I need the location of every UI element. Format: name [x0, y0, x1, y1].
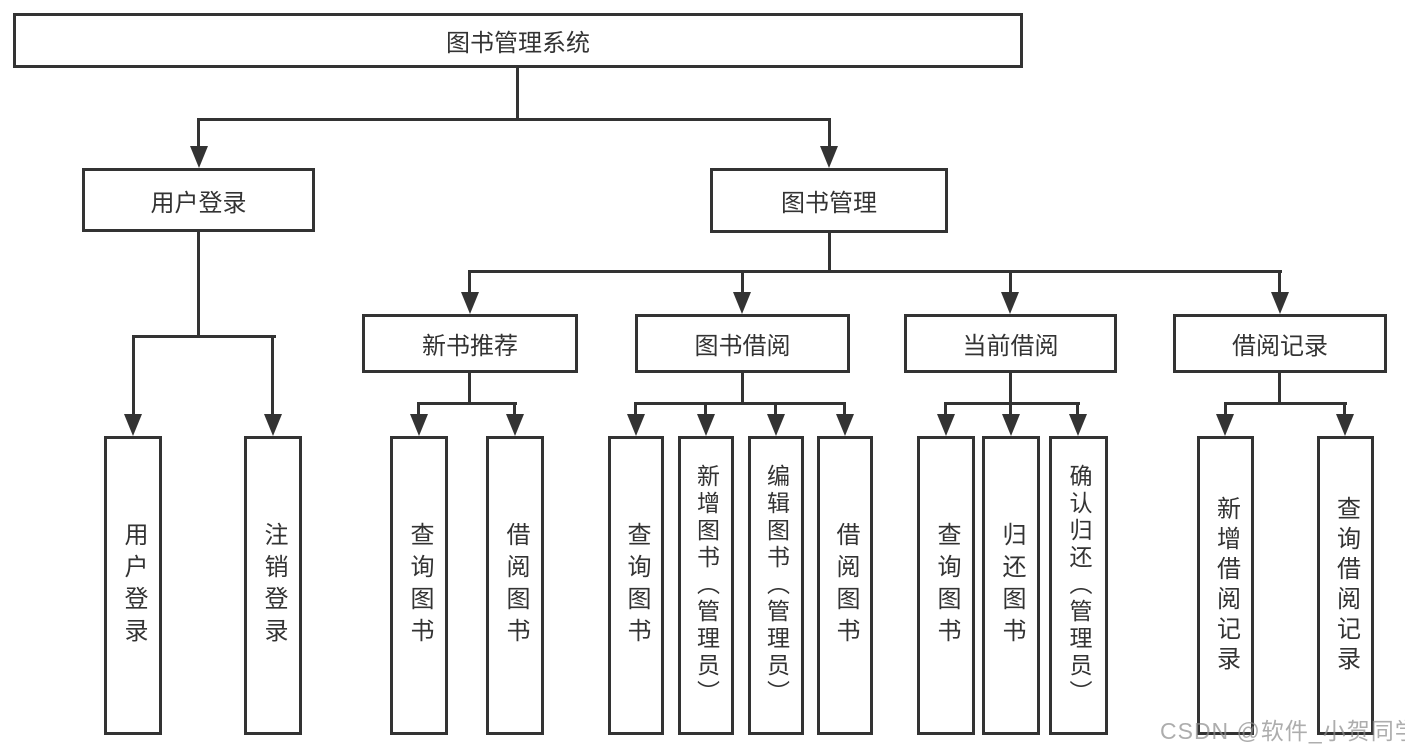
arrow-down-icon — [1271, 292, 1289, 314]
arrow-down-icon — [124, 414, 142, 436]
leaf-borrow-books: 借阅图书 — [817, 436, 873, 735]
connector-line — [944, 402, 947, 416]
connector-line — [132, 335, 135, 415]
arrow-down-icon — [1069, 414, 1087, 436]
arrow-down-icon — [264, 414, 282, 436]
connector-line — [197, 118, 200, 148]
connector-line — [1224, 402, 1227, 416]
connector-line — [1009, 270, 1012, 294]
connector-line — [828, 118, 831, 148]
connector-line — [1009, 373, 1012, 405]
leaf-add-book-admin: 新增图书（管理员） — [678, 436, 734, 735]
leaf-confirm-return-admin: 确认归还（管理员） — [1049, 436, 1108, 735]
leaf-query-borrow-record: 查询借阅记录 — [1317, 436, 1374, 735]
arrow-down-icon — [820, 146, 838, 168]
connector-line — [1224, 402, 1347, 405]
connector-line — [1343, 402, 1346, 416]
arrow-down-icon — [461, 292, 479, 314]
arrow-down-icon — [627, 414, 645, 436]
connector-line — [1076, 402, 1079, 416]
node-book-management-branch: 图书管理 — [710, 168, 948, 233]
connector-line — [1278, 270, 1281, 294]
connector-line — [197, 118, 831, 121]
connector-line — [417, 402, 420, 416]
node-borrowing-records: 借阅记录 — [1173, 314, 1387, 373]
connector-line — [634, 402, 637, 416]
leaf-logout: 注销登录 — [244, 436, 302, 735]
connector-line — [944, 402, 1080, 405]
connector-line — [1009, 402, 1012, 416]
connector-line — [271, 335, 274, 415]
arrow-down-icon — [1001, 292, 1019, 314]
connector-line — [1278, 373, 1281, 405]
connector-line — [741, 373, 744, 405]
connector-line — [197, 232, 200, 338]
arrow-down-icon — [1336, 414, 1354, 436]
connector-line — [132, 335, 276, 338]
csdn-watermark: CSDN @软件_小贺同学 — [1160, 718, 1405, 744]
arrow-down-icon — [697, 414, 715, 436]
connector-line — [468, 373, 471, 405]
connector-line — [634, 402, 846, 405]
node-current-borrowing: 当前借阅 — [904, 314, 1117, 373]
connector-line — [469, 270, 1282, 273]
node-new-book-recommend: 新书推荐 — [362, 314, 578, 373]
leaf-query-books: 查询图书 — [917, 436, 975, 735]
connector-line — [513, 402, 516, 416]
arrow-down-icon — [506, 414, 524, 436]
leaf-borrow-books: 借阅图书 — [486, 436, 544, 735]
node-user-login-branch: 用户登录 — [82, 168, 315, 232]
leaf-edit-book-admin: 编辑图书（管理员） — [748, 436, 804, 735]
arrow-down-icon — [733, 292, 751, 314]
arrow-down-icon — [410, 414, 428, 436]
connector-line — [468, 270, 471, 294]
arrow-down-icon — [190, 146, 208, 168]
node-book-borrowing: 图书借阅 — [635, 314, 850, 373]
arrow-down-icon — [767, 414, 785, 436]
connector-line — [704, 402, 707, 416]
leaf-return-books: 归还图书 — [982, 436, 1040, 735]
arrow-down-icon — [937, 414, 955, 436]
connector-line — [843, 402, 846, 416]
connector-line — [741, 270, 744, 294]
connector-line — [417, 402, 517, 405]
node-library-management-system: 图书管理系统 — [13, 13, 1023, 68]
leaf-query-books: 查询图书 — [608, 436, 664, 735]
arrow-down-icon — [836, 414, 854, 436]
connector-line — [516, 68, 519, 121]
arrow-down-icon — [1002, 414, 1020, 436]
connector-line — [828, 233, 831, 273]
leaf-query-books: 查询图书 — [390, 436, 448, 735]
arrow-down-icon — [1216, 414, 1234, 436]
leaf-user-login: 用户登录 — [104, 436, 162, 735]
leaf-add-borrow-record: 新增借阅记录 — [1197, 436, 1254, 735]
connector-line — [774, 402, 777, 416]
